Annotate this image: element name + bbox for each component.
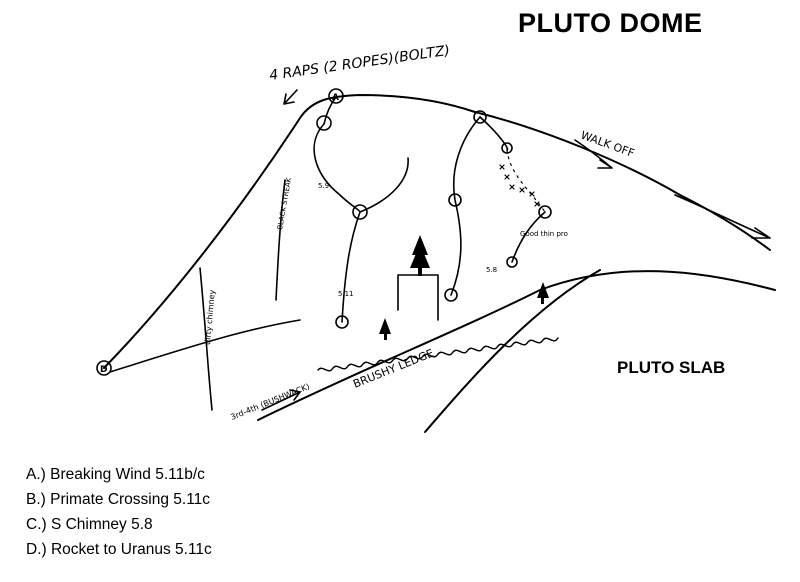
tree-large-icon [410,235,430,276]
brushy-ledge-line [317,337,559,372]
anchor-markers [96,88,552,376]
walk-off-note: WALK OFF [579,129,636,160]
route-a-upper [323,96,337,125]
anchor-c-top [473,110,487,124]
dome-outline [103,94,771,369]
slab-label: PLUTO SLAB [617,358,726,377]
route-legend: A.) Breaking Wind 5.11b/c B.) Primate Cr… [26,462,212,562]
page-title: PLUTO DOME [518,8,703,38]
route-marker-a: A [332,93,339,103]
black-streak-note: BLACK STREAK [276,177,293,231]
route-b-line [359,157,409,213]
dirty-chimney-line [199,267,213,411]
legend-item-b: B.) Primate Crossing 5.11c [26,491,211,508]
anchor-d-top [501,142,513,154]
black-streak-line [275,179,286,301]
route-a-lower [341,211,361,323]
legend-item-d: D.) Rocket to Uranus 5.11c [26,541,212,558]
dirty-chimney-note: dirty chimney [203,289,217,345]
legend-item-c: C.) S Chimney 5.8 [26,516,153,533]
grade-58-note: 5.8 [486,266,497,274]
route-a-line [313,123,361,213]
walk-off-arrow [574,139,613,169]
route-c-line [450,116,481,296]
tree-right-icon [537,282,549,304]
grade-511-note: 5.11 [338,290,354,298]
anchor-junction [352,204,368,220]
tree-small-icon [379,318,391,340]
anchor-d-mid [538,205,552,219]
pillar [397,274,439,321]
anchor-d-start [96,360,112,376]
anchor-a1 [316,115,332,131]
anchor-c-mid [448,193,462,207]
raps-arrow [283,89,298,105]
anchor-c-base [444,288,458,302]
anchor-top-a [328,88,344,104]
approach-arrow [261,389,301,411]
anchor-a-base [335,315,349,329]
good-thin-pro-note: Good thin pro [520,230,568,238]
route-marker-d: D [100,365,107,375]
approach-note: 3rd-4th (BUSHWACK) [229,382,311,422]
grade-59-note: 5.9 [318,182,329,190]
bolt-marks [499,164,540,207]
walk-off-arrow-2 [674,194,771,239]
slab-edge [424,269,601,433]
legend-item-a: A.) Breaking Wind 5.11b/c [26,466,205,483]
route-d-traverse [506,149,546,213]
brushy-ledge-note: BRUSHY LEDGE [351,347,435,391]
anchor-d-base [506,256,518,268]
raps-note: 4 RAPS (2 ROPES)(BOLTZ) [268,43,451,84]
dome-base-edge [257,270,776,421]
left-base-line [109,319,301,373]
